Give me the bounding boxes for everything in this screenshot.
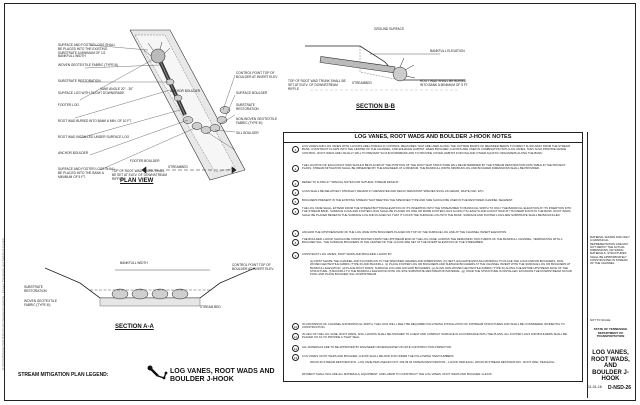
label-aa-control-point: CONTROL POINT TOP OF BOULDER AT INVERT E… bbox=[232, 263, 274, 271]
section-bb-title: SECTION B-B bbox=[356, 104, 395, 110]
label-top-of-root-wad: TOP OF ROOT WAD TRUNK SHALL BE SET AT EL… bbox=[112, 169, 167, 181]
note-text: ALL MATERIALS ARE TO BE APPROVED BY ENGI… bbox=[302, 346, 452, 349]
note-text: REFER TO D-NSD-27 "SPECIAL NOTES FOR NAT… bbox=[302, 181, 400, 184]
notes-box: LOG VANES, ROOT WADS AND BOULDER J-HOOK … bbox=[283, 132, 583, 382]
note-number: 12 bbox=[292, 345, 299, 352]
label-surface-log-downgrade: SURFACE LOG WITH SLIGHT DOWNGRADE bbox=[58, 91, 125, 95]
note-number: 8 bbox=[292, 239, 299, 246]
note-number: 6 bbox=[292, 208, 299, 215]
plan-view-drawing bbox=[74, 29, 246, 181]
label-streambed: STREAMBED bbox=[168, 165, 188, 169]
label-aa-substrate: SUBSTRATE RESTORATION bbox=[24, 285, 47, 293]
note-text: BOULDERS PRESENT IN THE EXISTING STREAM … bbox=[302, 199, 513, 202]
label-bb-root-wad-buried: ROOT WAD SHALL BE BURIED INTO BANK A MIN… bbox=[420, 79, 469, 87]
label-bb-top-of-root-wad: TOP OF ROOT WAD TRUNK SHALL BE SET AT EL… bbox=[288, 79, 346, 91]
note-text: CONSTRUCT LOG VANES, ROOT WADS AND BOULD… bbox=[302, 253, 393, 256]
note-text: THE LOG VANE SHALL EXTEND FROM THE STREA… bbox=[302, 207, 572, 217]
label-surface-footer-bank: SURFACE AND FOOTER LOGS SHALL BE PLACED … bbox=[58, 167, 116, 179]
note-text: IN LIEU OF THE LOG VANE, ROOT WADS, AND … bbox=[302, 333, 567, 340]
state-dot-name: STATE OF TENNESSEE DEPARTMENT OF TRANSPO… bbox=[593, 327, 628, 339]
label-vane-angle: VANE ANGLE 20° - 30° bbox=[100, 87, 134, 91]
material-note: MATERIAL SHOWN AND ONLY A GRAPHICAL REPR… bbox=[590, 235, 630, 266]
drawing-sheet bbox=[4, 3, 636, 401]
note-number: 7 bbox=[292, 230, 299, 237]
notes-title: LOG VANES, ROOT WADS AND BOULDER J-HOOK … bbox=[284, 133, 582, 143]
section-bb-drawing bbox=[305, 45, 465, 91]
label-footer-log: FOOTER LOG bbox=[58, 103, 79, 107]
legend-heading: STREAM MITIGATION PLAN LEGEND: bbox=[18, 372, 109, 378]
note-number: 2 bbox=[292, 165, 299, 172]
title-block-column: MATERIAL SHOWN AND ONLY A GRAPHICAL REPR… bbox=[587, 132, 632, 398]
section-aa-drawing bbox=[44, 267, 256, 307]
note-text: ANCHOR THE UPSTREAM END OF THE LOG VANE … bbox=[302, 231, 507, 234]
label-anchor-boulder: ANCHOR BOULDER bbox=[58, 151, 89, 155]
note-text: THE BOULDER J-HOOK SHOULD BE CONSTRUCTED… bbox=[302, 238, 563, 245]
note-text: PAYMENT SHALL INCLUDE ALL MATERIALS, EQU… bbox=[302, 373, 493, 376]
legend-name: LOG VANES, ROOT WADS AND BOULDER J-HOOK bbox=[170, 368, 275, 383]
section-aa-title: SECTION A-A bbox=[115, 324, 154, 330]
note-text: IN CROSSINGS OF CHANNEL AND BANKFULL WID… bbox=[302, 323, 565, 330]
note-number: 1 bbox=[292, 146, 299, 153]
note-number: 13 bbox=[292, 354, 299, 361]
label-sill-boulder: SILL BOULDER bbox=[236, 131, 259, 135]
not-to-scale: NOT TO SCALE bbox=[590, 318, 611, 322]
sheet-title: LOG VANES, ROOT WADS, AND BOULDER J-HOOK bbox=[591, 350, 630, 382]
note-text: THE LOCATION OF EACH ROOT WAD SHOULD BE … bbox=[302, 164, 566, 171]
label-substrate-restoration: SUBSTRATE RESTORATION bbox=[58, 79, 101, 83]
label-bb-streambed: STREAMBED bbox=[352, 81, 372, 85]
label-ground-surface: GROUND SURFACE bbox=[374, 27, 405, 31]
label-control-point: CONTROL POINT TOP OF BOULDER AT INVERT E… bbox=[236, 71, 278, 79]
label-root-wad-buried: ROOT WAD BURIED INTO BANK A MIN. OF 10 F… bbox=[58, 119, 132, 123]
note-text: LOG VANES AND LOG VANES WITH J-HOOKS ARE… bbox=[302, 145, 570, 155]
note-text: 209-09.30 STREAM RESTORATION - LOG VANE … bbox=[310, 361, 556, 364]
label-root-wad-installed: ROOT WAD INSTALLED UNDER SURFACE LOG bbox=[58, 135, 130, 139]
label-bankfull-elevation: BANKFULL ELEVATION bbox=[430, 49, 465, 53]
note-number: 3 bbox=[292, 180, 299, 187]
sheet-path-text: N:\STD\V8\SHEETS\D-NSD-26.dgn Standard D… bbox=[1, 238, 5, 370]
note-text: LOG VANES, ROOT WADS AND BOULDER J-HOOK … bbox=[302, 355, 455, 358]
note-number: 5 bbox=[292, 198, 299, 205]
label-aa-woven: WOVEN GEOTEXTILE FABRIC (TYPE III) bbox=[24, 299, 57, 307]
label-non-woven: NON-WOVEN GEOTEXTILE FABRIC (TYPE III) bbox=[236, 117, 278, 125]
note-number: 4 bbox=[292, 189, 299, 196]
label-aa-streambed: STREAM BED bbox=[200, 305, 221, 309]
revision-date: 11-01-16 bbox=[588, 385, 602, 389]
label-woven-geotextile: WOVEN GEOTEXTILE FABRIC (TYPE III) bbox=[58, 63, 119, 67]
label-anchor-boulder-2: ANCHOR BOULDER bbox=[170, 89, 201, 93]
label-surface-boulder: SURFACE BOULDER bbox=[236, 91, 268, 95]
plan-view-title: PLAN VIEW bbox=[120, 178, 154, 184]
label-surface-footer-logs: SURFACE AND FOOTER LOGS SHALL BE PLACED … bbox=[58, 43, 116, 59]
note-number: 11 bbox=[292, 333, 299, 340]
note-number: 10 bbox=[292, 323, 299, 330]
note-text: LOGS SHALL BE RELATIVELY STRAIGHT, RECEN… bbox=[302, 190, 485, 193]
label-bankfull-width: BANKFULL WIDTH bbox=[120, 261, 148, 265]
sheet-id: D-NSD-26 bbox=[608, 385, 632, 391]
label-substrate-restoration-2: SUBSTRATE RESTORATION bbox=[236, 103, 259, 111]
note-text: (a) FIRST SHAPE THE CHANNEL AND FLOODPLA… bbox=[310, 260, 572, 277]
label-footer-boulder: FOOTER BOULDER bbox=[130, 159, 160, 163]
note-number: 9 bbox=[292, 252, 299, 259]
log-vane-legend-symbol bbox=[147, 365, 168, 380]
